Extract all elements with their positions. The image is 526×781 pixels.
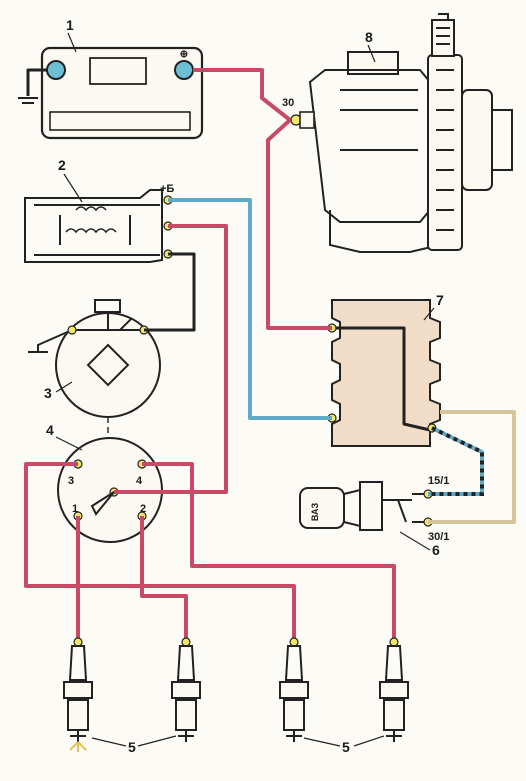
wire-coil-switch [168,198,332,420]
label-alternator: 8 [365,29,373,45]
battery: ⊕ [18,46,204,140]
alternator [290,13,513,253]
distributor-breaker [28,299,161,418]
battery-negative-terminal [46,60,66,80]
cap-terminal-3: 3 [68,475,74,487]
terminal-label-plus-b: +Б [160,183,174,195]
label-battery: 1 [66,17,74,33]
wire-battery-alternator [193,68,292,122]
lead-plug-2 [140,516,188,640]
label-distributor-breaker: 3 [44,385,52,401]
wire-coil-breaker [144,252,196,332]
spark-plug-1 [63,637,93,752]
label-distributor-cap: 4 [46,422,54,438]
lead-plug-3 [24,462,296,640]
wire-switch-30 [428,410,516,524]
ignition-coil [24,189,173,263]
label-ignition-coil: 2 [58,157,66,173]
terminal-label-30: 30 [282,97,294,109]
voltage-regulator [327,299,441,447]
lead-plug-4 [142,462,396,640]
key-brand: ВАЗ [310,503,320,522]
spark-plug-4 [379,637,409,742]
wire-coil-ht [114,224,228,494]
spark-plug-2 [171,637,201,742]
battery-positive-terminal [174,60,194,80]
label-regulator: 7 [436,292,444,308]
cap-terminal-2: 2 [140,503,146,515]
label-spark-plugs-a: 5 [128,739,136,755]
terminal-label-15-1: 15/1 [428,475,449,487]
label-ignition-switch: 6 [432,542,440,558]
label-spark-plugs-b: 5 [342,739,350,755]
terminal-label-30-1: 30/1 [428,531,449,543]
spark-plug-3 [279,637,309,742]
cap-terminal-1: 1 [72,503,78,515]
cap-terminal-4: 4 [136,475,143,487]
battery-plus-mark: ⊕ [180,49,188,60]
ignition-switch: ВАЗ [299,481,433,531]
wire-alternator-regulator [266,118,332,330]
